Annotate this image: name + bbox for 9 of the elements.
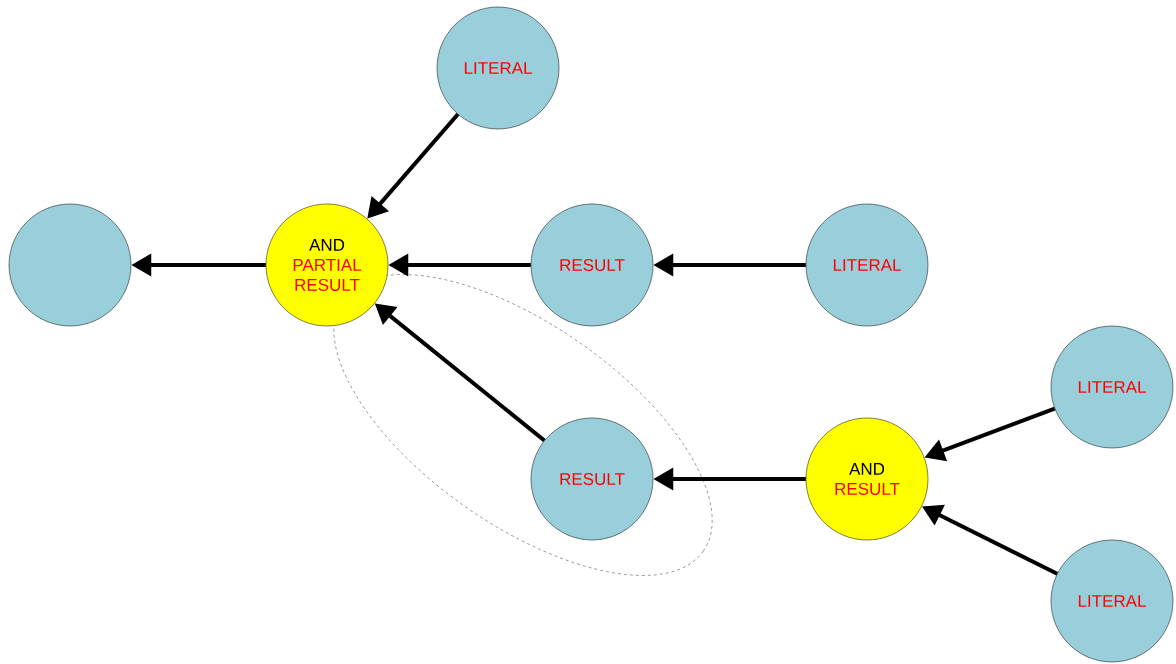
circle-node: RESULT	[530, 203, 654, 327]
and-circle-node: AND RESULT	[805, 417, 929, 541]
circle-node: LITERAL	[1050, 539, 1174, 663]
circle-node: LITERAL	[1050, 325, 1174, 449]
circle-node: LITERAL	[805, 203, 929, 327]
circle-node: LITERAL	[436, 6, 560, 130]
circle-node: RESULT	[530, 417, 654, 541]
and-circle-node: AND PARTIAL RESULT	[265, 203, 389, 327]
circle-node	[8, 203, 132, 327]
